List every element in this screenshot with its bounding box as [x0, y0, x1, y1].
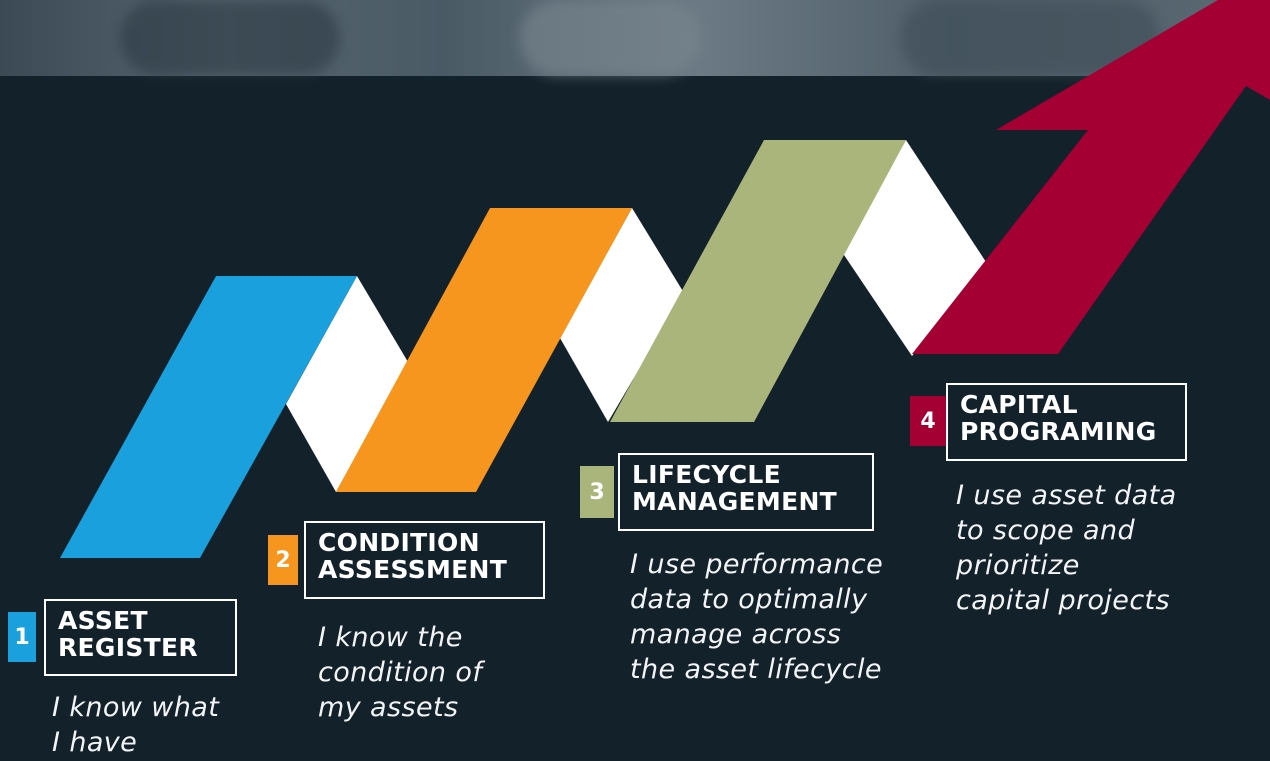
step-title-line: LIFECYCLE — [632, 460, 782, 489]
step-description-line: I know what — [52, 692, 220, 723]
header-photo-strip — [0, 0, 1270, 76]
step-description-line: capital projects — [956, 585, 1171, 616]
band-condition-assessment — [336, 208, 632, 492]
fold-connector-1 — [286, 276, 408, 492]
step-description-line: manage across — [630, 619, 842, 650]
step-title-box: LIFECYCLE MANAGEMENT — [618, 453, 874, 531]
step-title-line: REGISTER — [58, 633, 198, 662]
band-lifecycle-management — [610, 140, 906, 422]
photo-blur-shape — [120, 0, 340, 76]
step-title-line: CONDITION — [318, 528, 480, 557]
fold-connector-2 — [560, 208, 684, 422]
step-description-line: data to optimally — [630, 584, 868, 615]
arrow-capital-programing — [912, 0, 1270, 354]
step-number-badge: 4 — [910, 396, 946, 446]
step-description-line: condition of — [318, 657, 483, 688]
step-description: I know what I have — [52, 690, 219, 760]
fold-connector-3 — [842, 140, 986, 356]
step-number-badge: 3 — [580, 466, 614, 518]
step-description-line: I know the — [318, 622, 463, 653]
step-title-line: CAPITAL — [960, 390, 1078, 419]
step-description: I use asset data to scope and prioritize… — [956, 478, 1177, 618]
step-description-line: to scope and — [956, 515, 1136, 546]
step-title-box: ASSET REGISTER — [44, 599, 237, 676]
step-description-line: I have — [52, 727, 138, 758]
step-description-line: I use asset data — [956, 480, 1177, 511]
step-title-box: CONDITION ASSESSMENT — [304, 521, 545, 599]
step-number-badge: 1 — [8, 612, 36, 662]
step-title-line: ASSESSMENT — [318, 555, 508, 584]
step-title-line: MANAGEMENT — [632, 487, 838, 516]
step-description-line: prioritize — [956, 550, 1080, 581]
step-number-badge: 2 — [268, 535, 298, 585]
step-description-line: I use performance — [630, 549, 884, 580]
step-description-line: the asset lifecycle — [630, 654, 882, 685]
step-title-box: CAPITAL PROGRAMING — [946, 383, 1187, 461]
band-asset-register — [60, 276, 357, 558]
step-description-line: my assets — [318, 692, 459, 723]
step-title-line: ASSET — [58, 606, 148, 635]
photo-blur-shape — [520, 0, 700, 76]
step-description: I use performance data to optimally mana… — [630, 547, 883, 687]
step-description: I know the condition of my assets — [318, 620, 482, 725]
step-title-line: PROGRAMING — [960, 417, 1157, 446]
